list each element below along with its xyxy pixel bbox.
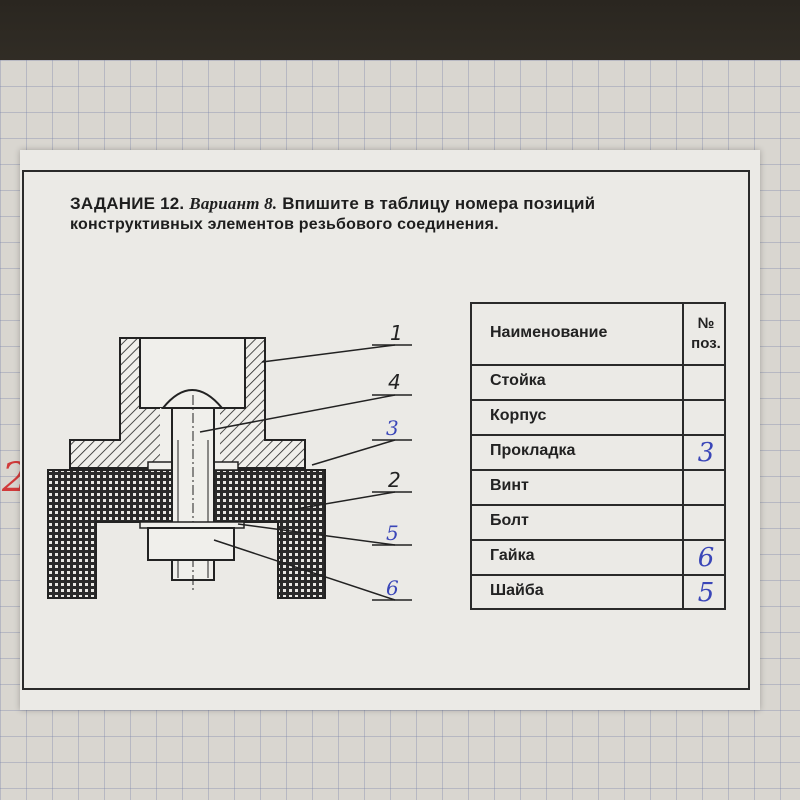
callout-5: 5 [386, 521, 399, 545]
callout-4: 4 [388, 370, 401, 394]
table-row: Стойка [472, 364, 724, 399]
leader-lines [199, 344, 412, 601]
table-row: Винт [472, 469, 724, 504]
part-name: Прокладка [490, 442, 576, 459]
task-instruction: Впишите в таблицу номера позиций [282, 194, 596, 213]
table-row: Корпус [472, 399, 724, 434]
body-part [47, 469, 326, 599]
table-divider [682, 304, 684, 608]
task-title-line2: конструктивных элементов резьбового соед… [70, 216, 499, 233]
position-number-cell[interactable]: 5 [697, 578, 715, 608]
table-row: Гайка 6 [472, 539, 724, 574]
table-row: Прокладка 3 [472, 434, 724, 469]
callout-2: 2 [388, 468, 401, 492]
position-number-cell[interactable]: 3 [697, 438, 715, 468]
part-name: Корпус [490, 407, 547, 424]
header-position: № поз. [691, 315, 721, 352]
task-variant: Вариант 8. [189, 194, 278, 213]
task-title: ЗАДАНИЕ 12. Вариант 8. Впишите в таблицу… [70, 194, 730, 214]
header-name: Наименование [490, 324, 608, 341]
part-name: Гайка [490, 547, 535, 564]
task-frame [22, 170, 750, 690]
callout-1: 1 [390, 321, 403, 345]
task-number: ЗАДАНИЕ 12. [70, 194, 185, 213]
callout-3: 3 [386, 416, 399, 440]
part-name: Винт [490, 477, 529, 494]
part-name: Шайба [490, 582, 544, 599]
table-row: Болт [472, 504, 724, 539]
part-name: Стойка [490, 372, 546, 389]
position-number-cell[interactable]: 6 [697, 543, 715, 573]
part-name: Болт [490, 512, 529, 529]
callout-6: 6 [386, 576, 399, 600]
table-row: Шайба 5 [472, 574, 724, 609]
nut-part [147, 527, 235, 561]
